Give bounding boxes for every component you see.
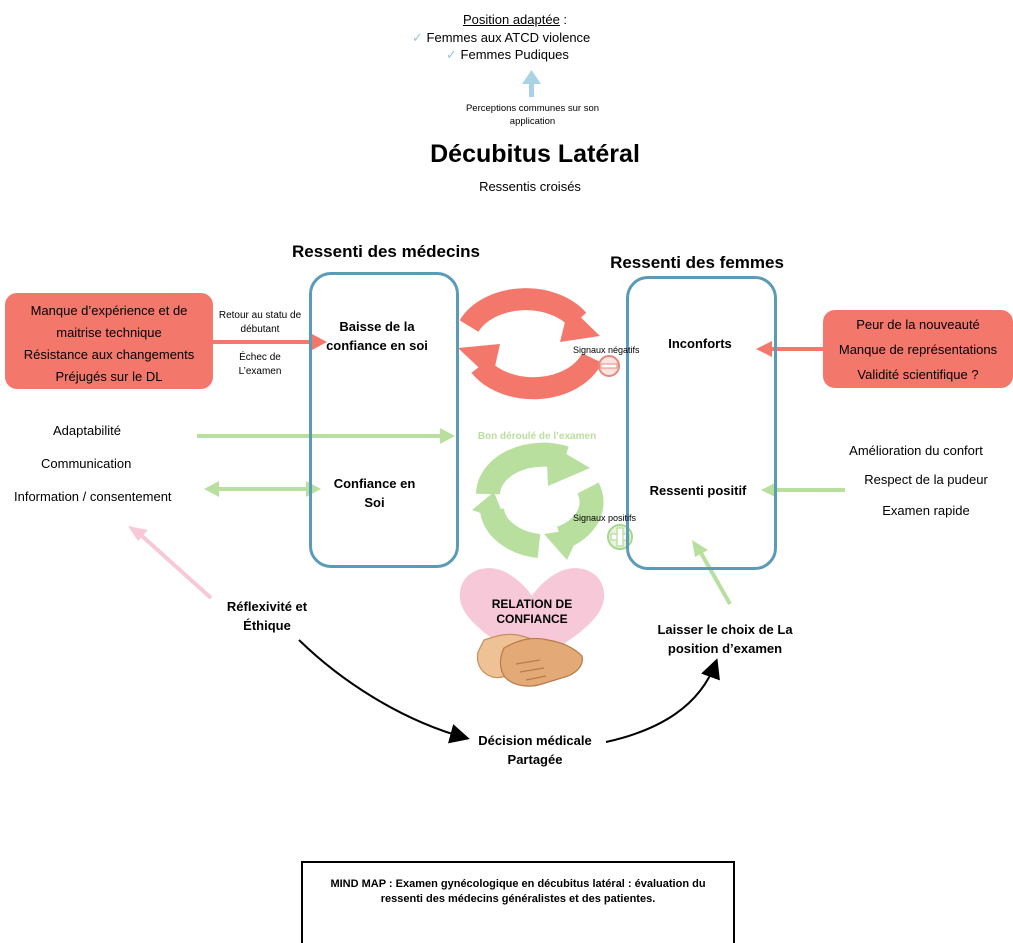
medecins-frame xyxy=(309,272,459,568)
check-icon: ✓ xyxy=(446,47,457,62)
ressenti-positif: Ressenti positif xyxy=(649,483,747,498)
echec-label: Échec de L’examen xyxy=(238,352,282,377)
bon-deroule: Bon déroulé de l’examen xyxy=(477,431,597,442)
reflexivite-ethique: Réflexivité et Éthique xyxy=(226,599,308,633)
caption-box: MIND MAP : Examen gynécologique en décub… xyxy=(301,861,735,943)
curve-reflexivite-to-decision xyxy=(298,639,470,744)
perceptions-text: Perceptions communes sur son application xyxy=(465,103,600,127)
negative-cycle-icon xyxy=(458,288,602,400)
arrow-to-inconforts xyxy=(756,341,824,357)
right-item-pudeur: Respect de la pudeur xyxy=(864,472,988,487)
positive-cycle-icon xyxy=(472,442,604,560)
main-title: Décubitus Latéral xyxy=(430,140,640,168)
caption-text: MIND MAP : Examen gynécologique en décub… xyxy=(330,878,706,905)
position-suffix: : xyxy=(559,12,568,27)
right-item-rapide: Examen rapide xyxy=(882,503,970,518)
handshake-icon xyxy=(476,633,583,687)
femmes-frame xyxy=(626,276,777,570)
femme-obstacle-line-1: Peur de la nouveauté xyxy=(856,317,980,332)
arrow-adaptabilite xyxy=(197,428,455,444)
retour-label: Retour au statu de débutant xyxy=(218,310,302,335)
position-title: Position adaptée xyxy=(462,12,560,27)
arrow-to-baisse xyxy=(210,334,327,350)
medecins-title: Ressenti des médecins xyxy=(291,242,481,261)
decision-partagee: Décision médicale Partagée xyxy=(478,733,592,767)
check-icon: ✓ xyxy=(412,30,423,45)
double-arrow-information xyxy=(204,481,321,497)
obstacle-line-4: Préjugés sur le DL xyxy=(55,369,163,384)
obstacle-line-2: maitrise technique xyxy=(56,325,162,340)
femmes-title: Ressenti des femmes xyxy=(610,253,784,272)
confiance-en-soi: Confiance en Soi xyxy=(333,476,416,510)
position-heading: Position adaptée : xyxy=(420,10,610,29)
up-arrow xyxy=(522,70,541,97)
check-item-2-label: Femmes Pudiques xyxy=(460,47,569,62)
arrow-reflexivite xyxy=(128,526,213,600)
laisser-choix: Laisser le choix de La position d’examen xyxy=(657,622,793,656)
check-item-1-label: Femmes aux ATCD violence xyxy=(426,30,591,45)
femme-obstacle-line-2: Manque de représentations xyxy=(838,342,998,357)
left-item-communication: Communication xyxy=(41,456,132,471)
obstacle-line-1: Manque d’expérience et de xyxy=(30,303,188,318)
signaux-negatifs: Signaux négatifs xyxy=(573,345,640,355)
right-item-confort: Amélioration du confort xyxy=(849,443,983,458)
arrow-to-positif xyxy=(761,482,845,498)
check-item-1: ✓ Femmes aux ATCD violence xyxy=(412,28,642,47)
femme-obstacle-line-3: Validité scientifique ? xyxy=(857,367,979,382)
relation-confiance: RELATION DE CONFIANCE xyxy=(491,597,573,626)
signaux-positifs: Signaux positifs xyxy=(573,513,637,523)
baisse-confiance: Baisse de la confiance en soi xyxy=(326,319,428,353)
minus-circle-icon xyxy=(598,355,620,377)
obstacle-line-3: Résistance aux changements xyxy=(23,347,195,362)
left-item-information: Information / consentement xyxy=(14,489,172,504)
curve-decision-to-laisser xyxy=(605,658,720,743)
arrow-laisser-to-positif xyxy=(692,540,732,605)
femmes-obstacles-box: Peur de la nouveauté Manque de représent… xyxy=(823,310,1013,388)
subtitle: Ressentis croisés xyxy=(479,179,581,194)
check-item-2: ✓ Femmes Pudiques xyxy=(446,45,626,64)
inconforts: Inconforts xyxy=(668,336,732,351)
medecins-obstacles-box: Manque d’expérience et de maitrise techn… xyxy=(5,293,213,389)
left-item-adaptabilite: Adaptabilité xyxy=(53,423,121,438)
